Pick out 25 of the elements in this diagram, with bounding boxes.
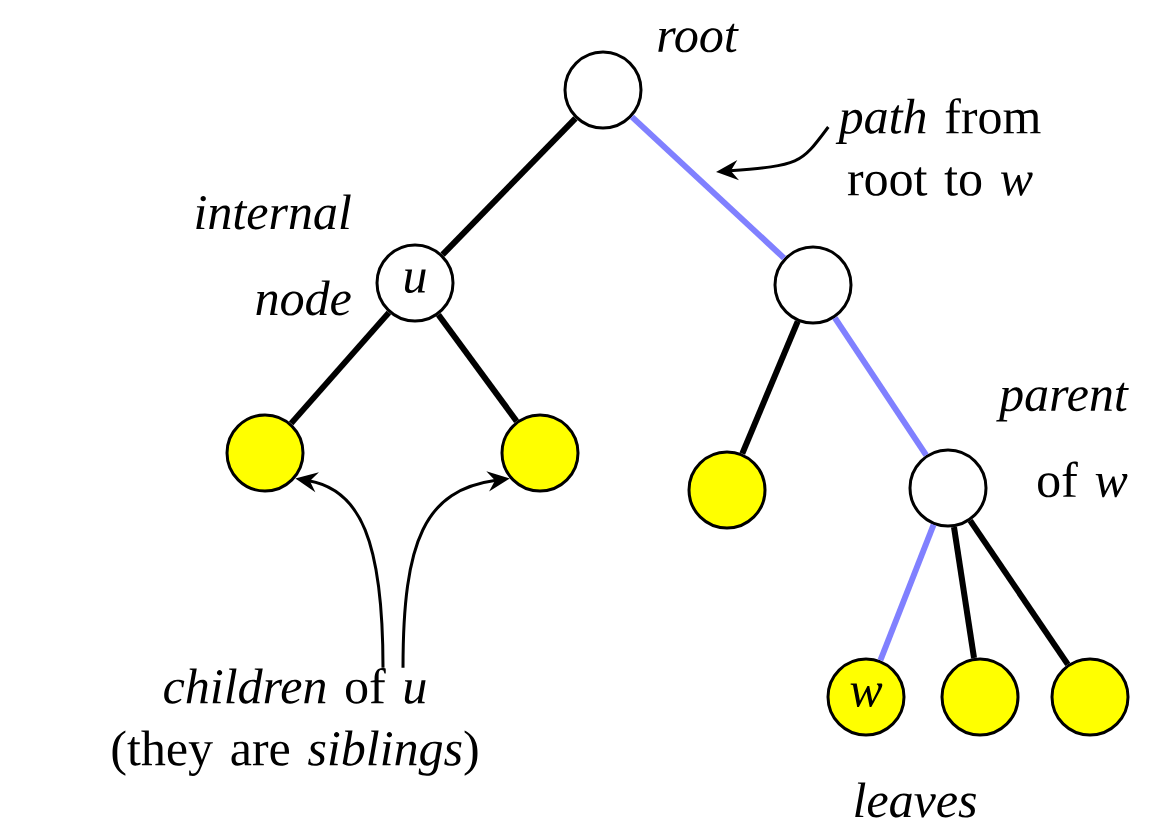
node-caption: parent of w xyxy=(996,382,1129,498)
node-caption: internal node xyxy=(196,194,351,316)
tree-node: u xyxy=(375,243,455,323)
tree-edge xyxy=(288,310,392,426)
leaf-node xyxy=(687,450,767,530)
leaf-node xyxy=(1050,657,1130,737)
tree-edge xyxy=(877,523,937,662)
tree-edge xyxy=(739,320,801,455)
tree-node xyxy=(908,448,988,528)
tree-edge xyxy=(436,313,520,423)
tree-node xyxy=(773,245,853,325)
group-label: leaves xyxy=(855,782,976,818)
tree-node xyxy=(563,50,643,130)
node-caption: root xyxy=(658,23,739,53)
leaf-node: w xyxy=(826,657,906,737)
tree-edge xyxy=(951,526,977,659)
tree-edge xyxy=(440,116,578,257)
callout-text: children of u (they are siblings) xyxy=(112,668,478,776)
tree-edge xyxy=(967,518,1071,666)
tree-edge xyxy=(629,114,787,261)
tree-edge xyxy=(832,316,929,457)
callout-text: path from root to w xyxy=(835,98,1041,196)
leaf-node xyxy=(940,657,1020,737)
leaf-node xyxy=(225,413,305,493)
leaf-node xyxy=(500,413,580,493)
